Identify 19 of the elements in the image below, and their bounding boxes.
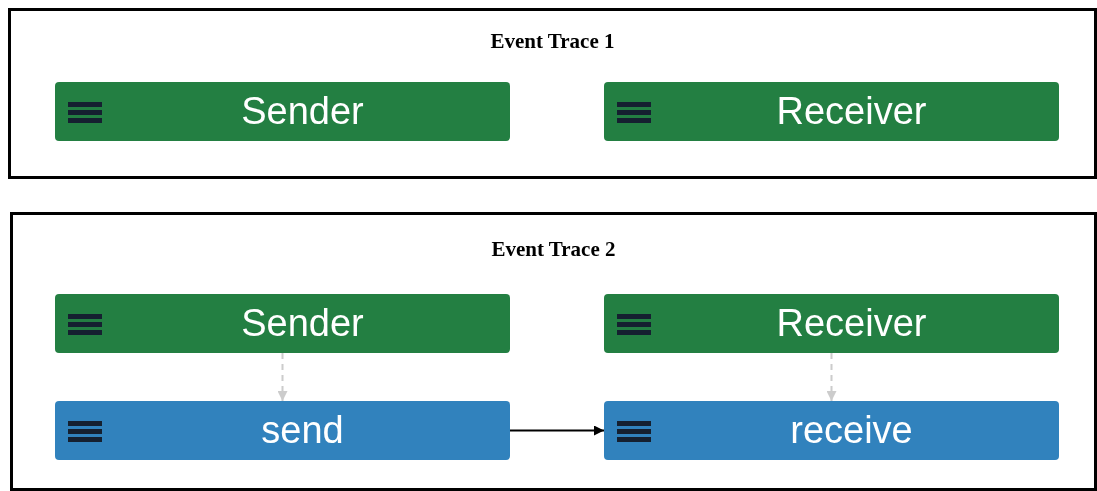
event-label: Sender xyxy=(241,90,364,133)
trace-panel xyxy=(10,212,1097,491)
arrow xyxy=(277,352,288,402)
event-box xyxy=(55,294,510,353)
event-label: send xyxy=(261,409,344,452)
event-box xyxy=(604,401,1059,460)
event-box xyxy=(604,82,1059,141)
event-box xyxy=(55,82,510,141)
arrow xyxy=(826,352,837,402)
trace-panel xyxy=(8,8,1097,179)
arrow xyxy=(509,425,605,436)
panel-title: Event Trace 1 xyxy=(490,29,615,54)
panel-title: Event Trace 2 xyxy=(491,237,616,262)
event-label: Sender xyxy=(241,302,364,345)
event-box xyxy=(55,401,510,460)
event-label: receive xyxy=(790,409,913,452)
event-label: Receiver xyxy=(776,302,927,345)
event-box xyxy=(604,294,1059,353)
event-label: Receiver xyxy=(776,90,927,133)
